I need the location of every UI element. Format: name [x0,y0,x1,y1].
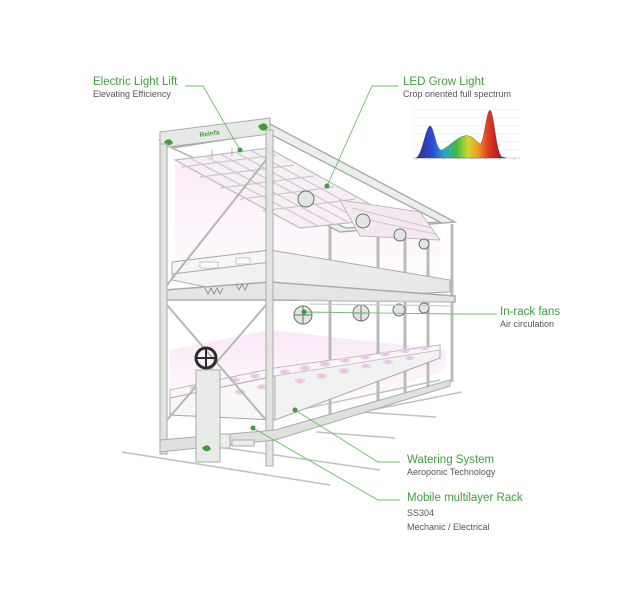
callout-line-material: SS304 [407,508,435,519]
callout-subtitle: Aeroponic Technology [407,467,496,478]
base-beam [159,379,451,453]
callout-title: Mobile multilayer Rack [407,492,523,504]
mobile-rack-drive [194,346,221,463]
upper-fans [297,190,430,250]
callout-line-drive: Mechanic / Electrical [407,521,490,532]
spectrum-curve [415,109,507,159]
rack-frame-front [159,129,274,467]
callout-watering-system: Watering System Aeroponic Technology [407,453,495,479]
lift-springs [204,283,249,295]
led-light-panel-upper-back [339,199,442,241]
leaf-icon [202,445,211,452]
brand-logo-text: Reinfa [199,129,220,139]
callout-leaders [185,85,497,501]
callout-subtitle: Crop oriented full spectrum [403,89,512,100]
callout-title: Electric Light Lift [93,76,178,88]
callout-led-grow-light: LED Grow Light Crop oriented full spectr… [403,75,511,101]
watering-pipes [219,433,255,449]
spectrum-chart [412,109,520,160]
callout-anchor-dots [237,147,330,431]
callout-subtitle: Air circulation [500,319,555,330]
callout-electric-light-lift: Electric Light Lift Elevating Efficiency [93,75,177,101]
spectrum-ticks [415,158,515,160]
light-lift-cables [211,148,233,158]
leaf-icon [258,123,268,131]
callout-title: LED Grow Light [403,76,485,88]
callout-title: In-rack fans [500,306,561,318]
callout-subtitle: Elevating Efficiency [93,89,171,100]
callout-title: Watering System [407,454,495,466]
callout-in-rack-fans: In-rack fans Air circulation [500,305,560,331]
lower-light-bars [299,299,453,307]
callout-mobile-multilayer-rack: Mobile multilayer Rack SS304 Mechanic / … [407,491,523,533]
